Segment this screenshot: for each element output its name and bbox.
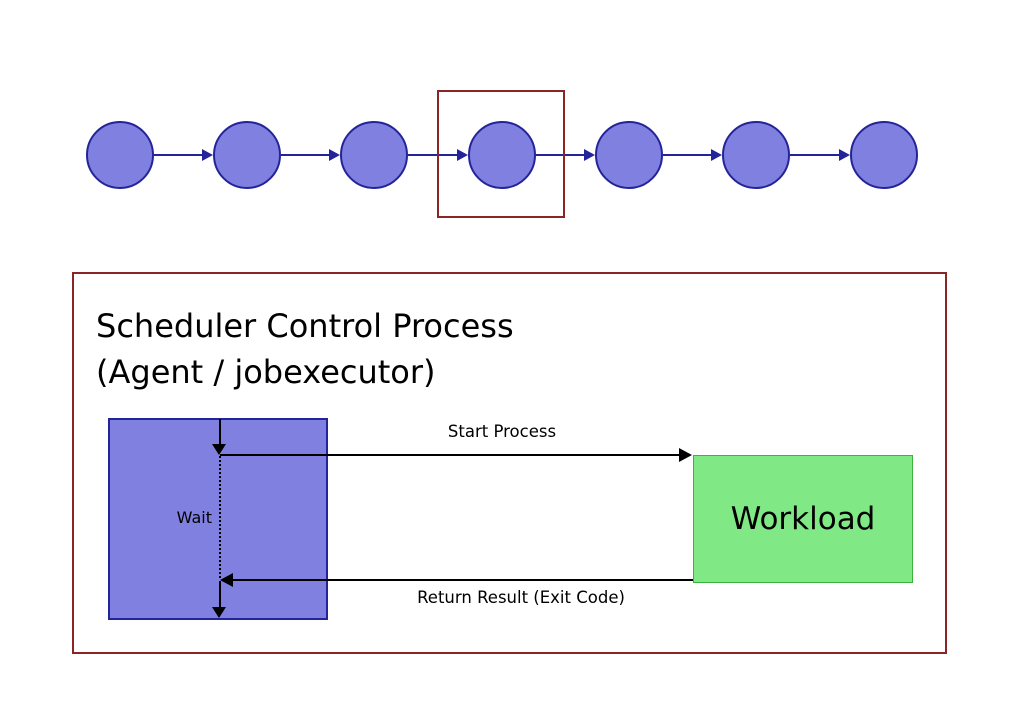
return-result-arrow (233, 579, 693, 581)
arrow-left-icon (220, 573, 233, 587)
right-arrow-icon (663, 149, 722, 161)
workload-label: Workload (730, 501, 876, 537)
right-arrow-icon (408, 149, 468, 161)
process-node (850, 121, 918, 189)
arrow-down-icon (212, 444, 226, 455)
wait-label: Wait (176, 508, 212, 527)
process-node (722, 121, 790, 189)
workload-box: Workload (693, 455, 913, 583)
process-node (213, 121, 281, 189)
right-arrow-icon (790, 149, 850, 161)
right-arrow-icon (536, 149, 595, 161)
highlight-frame (437, 90, 565, 218)
arrow-right-icon (679, 448, 692, 462)
return-result-label: Return Result (Exit Code) (417, 588, 625, 607)
right-arrow-icon (281, 149, 340, 161)
process-node (595, 121, 663, 189)
lifeline-bottom-segment (219, 581, 221, 607)
panel-title-line2: (Agent / jobexecutor) (96, 353, 436, 391)
panel-title: Scheduler Control Process (Agent / jobex… (96, 303, 514, 395)
arrow-down-icon (212, 607, 226, 618)
lifeline-top-segment (219, 419, 221, 445)
lifeline-wait-dotted-segment (219, 456, 221, 578)
process-node-highlighted (468, 121, 536, 189)
process-node (86, 121, 154, 189)
start-process-arrow (220, 454, 679, 456)
process-node (340, 121, 408, 189)
panel-title-line1: Scheduler Control Process (96, 307, 514, 345)
start-process-label: Start Process (447, 422, 557, 441)
right-arrow-icon (154, 149, 213, 161)
